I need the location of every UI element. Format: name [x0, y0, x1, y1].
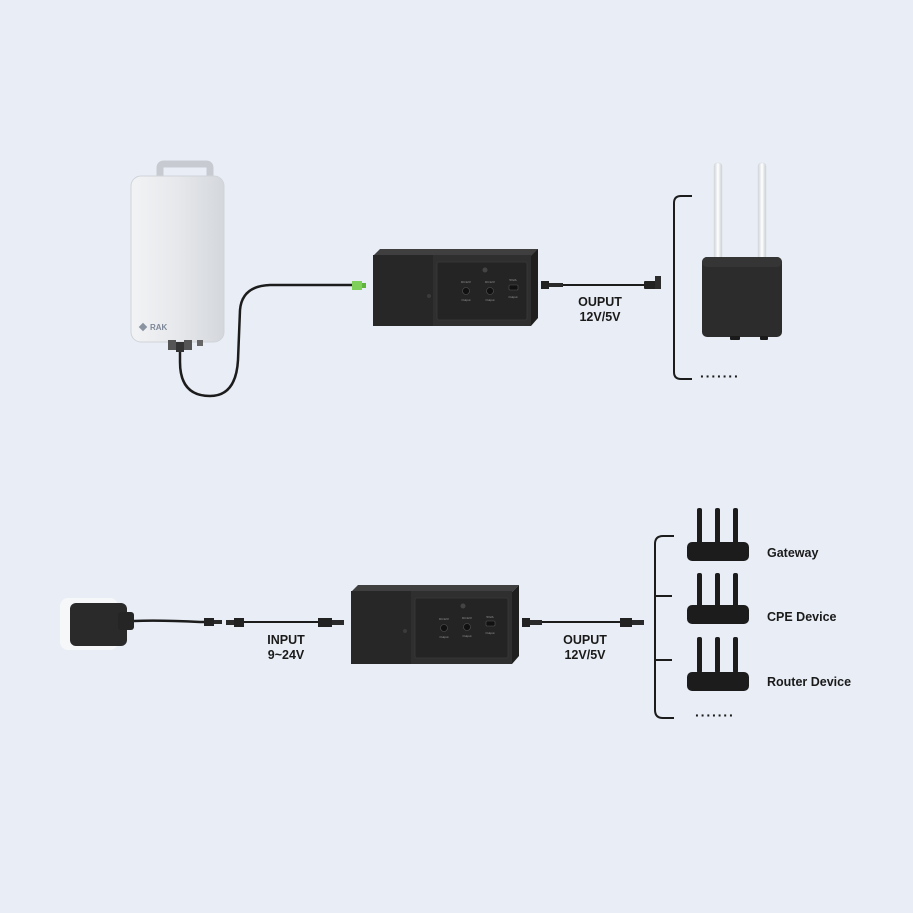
port-label: 5V2A	[509, 278, 516, 282]
port-sub-label: Output	[461, 298, 470, 302]
port-label: DC12V	[461, 280, 471, 284]
bottom-output-cable	[522, 618, 644, 627]
usb-port-icon	[508, 284, 519, 291]
device-label-cpe: CPE Device	[767, 610, 837, 624]
gateway-logo-text: RAK	[150, 323, 168, 332]
router-icon	[687, 508, 749, 561]
bottom-power-box: DC12V DC12V 5V2A Output Output Output	[351, 585, 519, 664]
indoor-router-device	[702, 162, 782, 340]
dc-port-icon	[440, 624, 448, 632]
bottom-output-label-line1: OUPUT	[563, 633, 607, 647]
top-output-label-line2: 12V/5V	[579, 310, 621, 324]
power-indicator-icon	[482, 267, 488, 273]
bottom-output-label-line2: 12V/5V	[564, 648, 606, 662]
bottom-input-label: INPUT 9~24V	[249, 633, 323, 663]
top-power-box: DC12V DC12V 5V2A Output Output Output	[373, 249, 538, 326]
top-output-label-line1: OUPUT	[578, 295, 622, 309]
port-label: DC12V	[485, 280, 495, 284]
rak-logo-icon	[138, 322, 148, 332]
port-label: 5V2A	[486, 615, 493, 619]
top-output-label: OUPUT 12V/5V	[563, 295, 637, 325]
wall-power-adapter	[60, 598, 134, 650]
power-indicator-icon	[460, 603, 466, 609]
port-sub-label: Output	[462, 634, 471, 638]
dc-port-icon	[463, 623, 471, 631]
device-label-gateway: Gateway	[767, 546, 819, 560]
bottom-input-label-line2: 9~24V	[267, 648, 305, 662]
bottom-more-indicator: ·······	[695, 707, 735, 723]
dc-port-icon	[462, 287, 470, 295]
top-input-cable	[178, 283, 352, 398]
port-sub-label: Output	[439, 635, 448, 639]
bottom-output-label: OUPUT 12V/5V	[548, 633, 622, 663]
port-label: DC12V	[439, 617, 449, 621]
port-sub-label: Output	[485, 298, 494, 302]
dc-port-icon	[486, 287, 494, 295]
adapter-cable	[133, 619, 205, 624]
router-icon	[687, 573, 749, 624]
usb-port-icon	[485, 620, 496, 627]
bottom-input-label-line1: INPUT	[267, 633, 305, 647]
port-label: DC12V	[462, 616, 472, 620]
top-device-bracket	[673, 195, 692, 380]
router-icon	[687, 637, 749, 691]
port-sub-label: Output	[508, 295, 517, 299]
outdoor-gateway-device: RAK	[130, 160, 225, 352]
top-more-indicator: ·······	[700, 368, 740, 384]
top-output-cable	[541, 276, 661, 289]
green-terminal-connector	[352, 281, 362, 290]
bottom-device-bracket	[654, 535, 674, 719]
device-label-router: Router Device	[767, 675, 852, 689]
port-sub-label: Output	[485, 631, 494, 635]
